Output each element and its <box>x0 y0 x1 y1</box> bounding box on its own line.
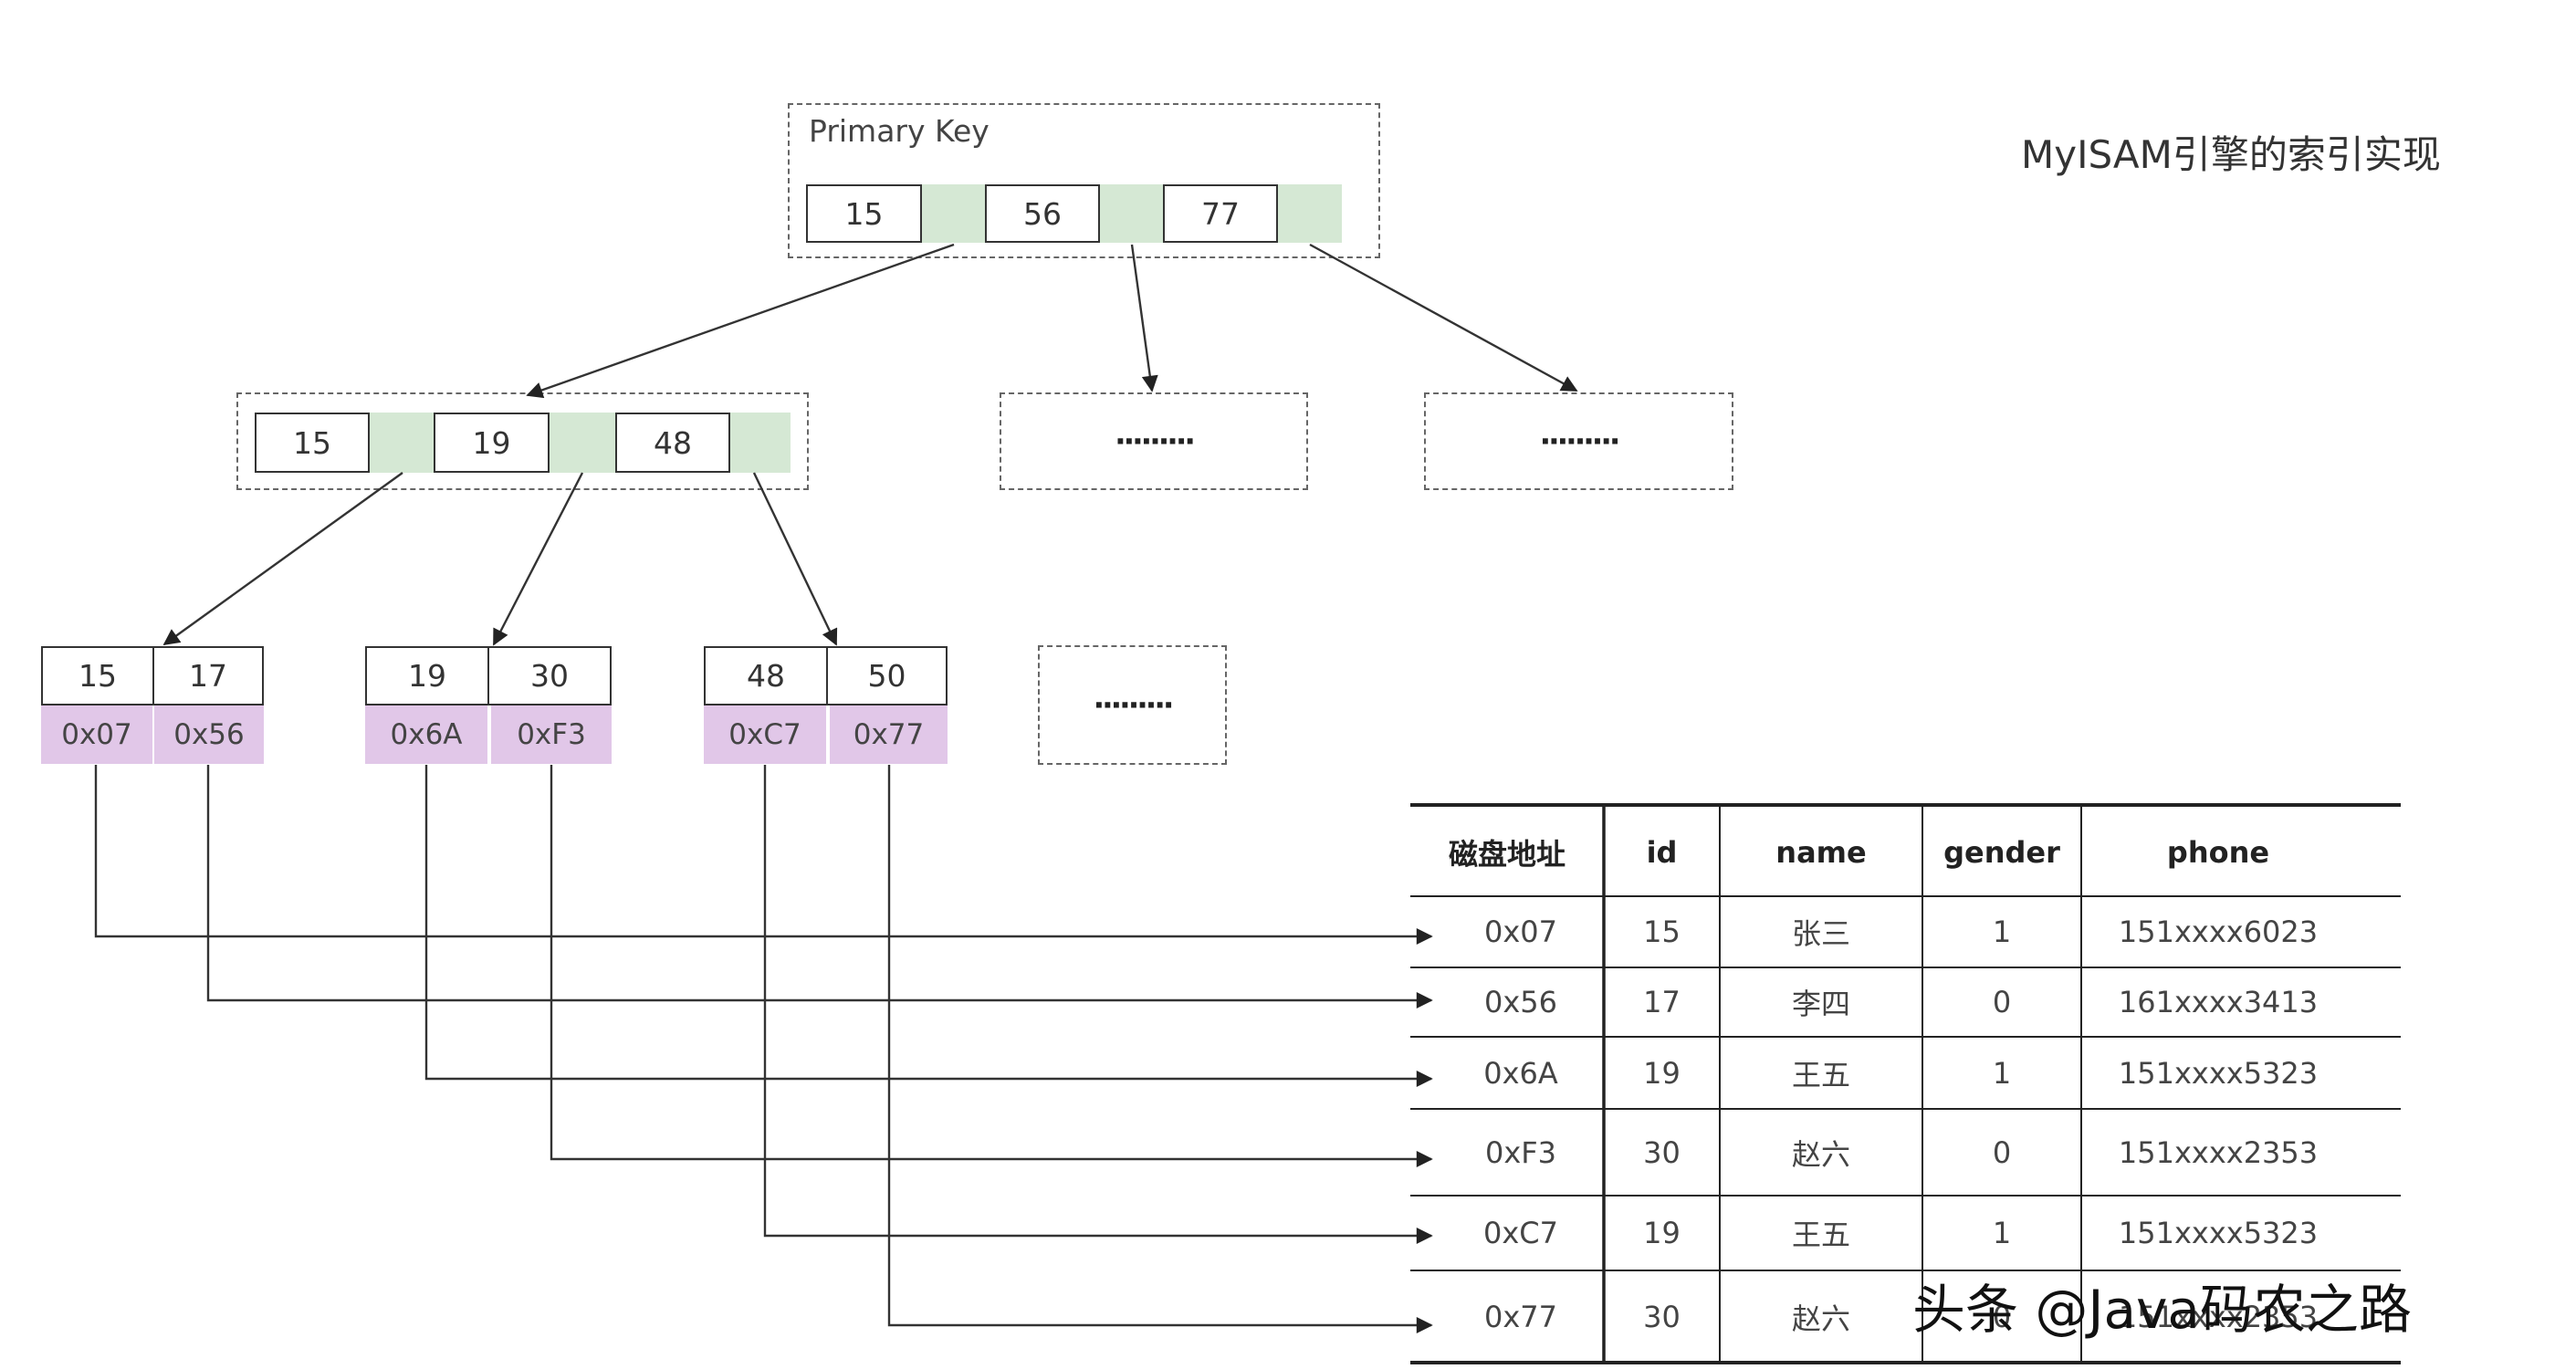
address-link <box>763 765 1433 1244</box>
leaf-address: 0xF3 <box>491 705 612 764</box>
leaf-address: 0x56 <box>154 705 264 764</box>
table-header-phone: phone <box>2166 834 2270 870</box>
leaf-key: 17 <box>152 646 264 705</box>
address-link <box>424 765 1433 1087</box>
cell-gender: 0 <box>1992 1299 2012 1334</box>
root-key: 15 <box>806 184 922 243</box>
cell-phone: 151xxxx2353 <box>2118 1299 2319 1334</box>
cell-name: 李四 <box>1791 987 1850 1021</box>
address-link <box>550 765 1433 1167</box>
diagram-title: MyISAM引擎的索引实现 <box>2021 132 2441 177</box>
table-header-name: name <box>1775 834 1867 870</box>
cell-phone: 151xxxx6023 <box>2118 914 2319 949</box>
cell-gender: 1 <box>1992 1055 2012 1091</box>
cell-address: 0x07 <box>1483 914 1557 949</box>
cell-phone: 151xxxx5323 <box>2118 1055 2319 1091</box>
address-link <box>206 765 1433 1008</box>
cell-id: 30 <box>1643 1299 1681 1334</box>
leaf-key: 50 <box>826 646 948 705</box>
root-pointer-1 <box>922 184 986 243</box>
tree-edge <box>1309 243 1578 392</box>
cell-id: 15 <box>1643 914 1681 949</box>
address-link <box>94 765 1433 945</box>
cell-address: 0x6A <box>1483 1055 1558 1091</box>
placeholder-leaf: ········· <box>1038 645 1227 765</box>
internal-node <box>236 392 809 490</box>
internal-key: 19 <box>434 413 550 473</box>
root-key: 56 <box>985 184 1100 243</box>
cell-name: 赵六 <box>1791 1301 1850 1336</box>
cell-id: 17 <box>1643 985 1681 1019</box>
cell-gender: 1 <box>1992 914 2012 949</box>
cell-name: 赵六 <box>1791 1136 1850 1172</box>
watermark: 头条 @Java码农之路 <box>1912 1279 2412 1341</box>
cell-id: 30 <box>1643 1134 1681 1170</box>
internal-pointer-3 <box>730 413 791 473</box>
cell-address: 0x77 <box>1483 1299 1557 1334</box>
cell-name: 王五 <box>1791 1217 1850 1252</box>
primary-key-label: Primary Key <box>809 113 990 149</box>
cell-id: 19 <box>1643 1055 1681 1091</box>
table-header-id: id <box>1646 834 1678 870</box>
leaf-address: 0x77 <box>830 705 948 764</box>
placeholder-node: ········· <box>1424 392 1733 490</box>
leaf-key: 48 <box>704 646 828 705</box>
cell-phone: 161xxxx3413 <box>2118 985 2319 1019</box>
tree-edge <box>752 472 838 646</box>
cell-address: 0x56 <box>1483 985 1557 1019</box>
internal-key: 15 <box>255 413 370 473</box>
cell-phone: 151xxxx5323 <box>2118 1216 2319 1250</box>
root-node <box>788 103 1380 258</box>
internal-key: 48 <box>615 413 730 473</box>
address-link <box>887 765 1433 1333</box>
leaf-key: 19 <box>365 646 489 705</box>
tree-edge <box>1130 244 1158 392</box>
table-header-address: 磁盘地址 <box>1448 836 1565 872</box>
cell-address: 0xF3 <box>1484 1134 1557 1170</box>
cell-gender: 0 <box>1992 985 2012 1019</box>
leaf-address: 0xC7 <box>704 705 826 764</box>
table-grid <box>1410 803 2401 1364</box>
leaf-key: 15 <box>41 646 154 705</box>
root-key: 77 <box>1163 184 1278 243</box>
internal-pointer-1 <box>370 413 435 473</box>
cell-name: 张三 <box>1791 916 1850 951</box>
leaf-address: 0x6A <box>365 705 487 764</box>
root-pointer-2 <box>1100 184 1164 243</box>
cell-address: 0xC7 <box>1483 1216 1558 1250</box>
tree-edge <box>526 243 955 399</box>
cell-name: 王五 <box>1791 1057 1850 1092</box>
root-pointer-3 <box>1278 184 1342 243</box>
cell-gender: 0 <box>1992 1134 2012 1170</box>
leaf-key: 30 <box>487 646 612 705</box>
internal-pointer-2 <box>550 413 615 473</box>
tree-edge <box>162 472 403 646</box>
leaf-address: 0x07 <box>41 705 152 764</box>
placeholder-node: ········· <box>1000 392 1308 490</box>
tree-edge <box>492 472 584 646</box>
cell-phone: 151xxxx2353 <box>2118 1134 2319 1170</box>
cell-id: 19 <box>1643 1216 1681 1250</box>
cell-gender: 1 <box>1992 1216 2012 1250</box>
table-header-gender: gender <box>1943 834 2060 870</box>
